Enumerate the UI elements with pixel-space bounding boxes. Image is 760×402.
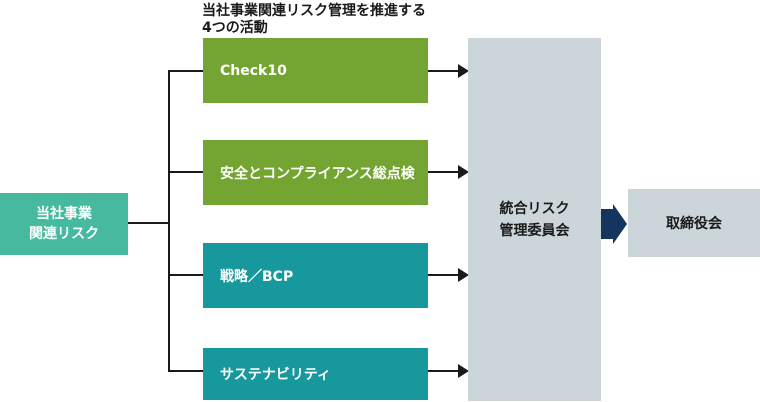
arrowhead-icon <box>458 64 469 78</box>
connector-branch-4 <box>168 370 205 372</box>
diagram-title: 当社事業関連リスク管理を推進する 4つの活動 <box>202 3 426 37</box>
activity-box-check10: Check10 <box>203 38 428 103</box>
arrow-activity2-to-committee <box>428 171 459 173</box>
source-box-label-line2: 関連リスク <box>29 226 99 242</box>
board-label: 取締役会 <box>666 216 722 232</box>
arrowhead-icon <box>458 268 469 282</box>
arrow-activity1-to-committee <box>428 70 459 72</box>
source-box-label-line1: 当社事業 <box>36 206 92 222</box>
board-box: 取締役会 <box>628 189 760 257</box>
committee-panel: 統合リスク 管理委員会 <box>468 38 601 401</box>
connector-branch-2 <box>168 171 205 173</box>
arrow-activity3-to-committee <box>428 274 459 276</box>
activity-box-sustainability: サステナビリティ <box>203 348 428 400</box>
committee-label-line2: 管理委員会 <box>499 222 570 239</box>
arrowhead-icon <box>458 165 469 179</box>
connector-trunk <box>168 70 170 372</box>
activity-box-strategy-bcp: 戦略／BCP <box>203 243 428 308</box>
connector-branch-1 <box>168 70 205 72</box>
big-arrowhead-icon <box>613 204 627 244</box>
big-arrow-committee-to-board <box>601 209 613 239</box>
activity-box-safety-compliance: 安全とコンプライアンス総点検 <box>203 140 428 205</box>
activity-label: Check10 <box>220 62 287 79</box>
connector-branch-3 <box>168 274 205 276</box>
activity-label: サステナビリティ <box>220 367 331 383</box>
activity-label: 安全とコンプライアンス総点検 <box>220 165 415 182</box>
source-box-company-risk: 当社事業 関連リスク <box>0 193 128 255</box>
activity-label: 戦略／BCP <box>220 268 294 285</box>
diagram-title-line2: 4つの活動 <box>202 20 268 36</box>
diagram-title-line1: 当社事業関連リスク管理を推進する <box>202 3 426 19</box>
arrowhead-icon <box>458 364 469 378</box>
arrow-activity4-to-committee <box>428 370 459 372</box>
committee-label-line1: 統合リスク <box>499 200 570 217</box>
connector-source-to-trunk <box>128 222 169 224</box>
